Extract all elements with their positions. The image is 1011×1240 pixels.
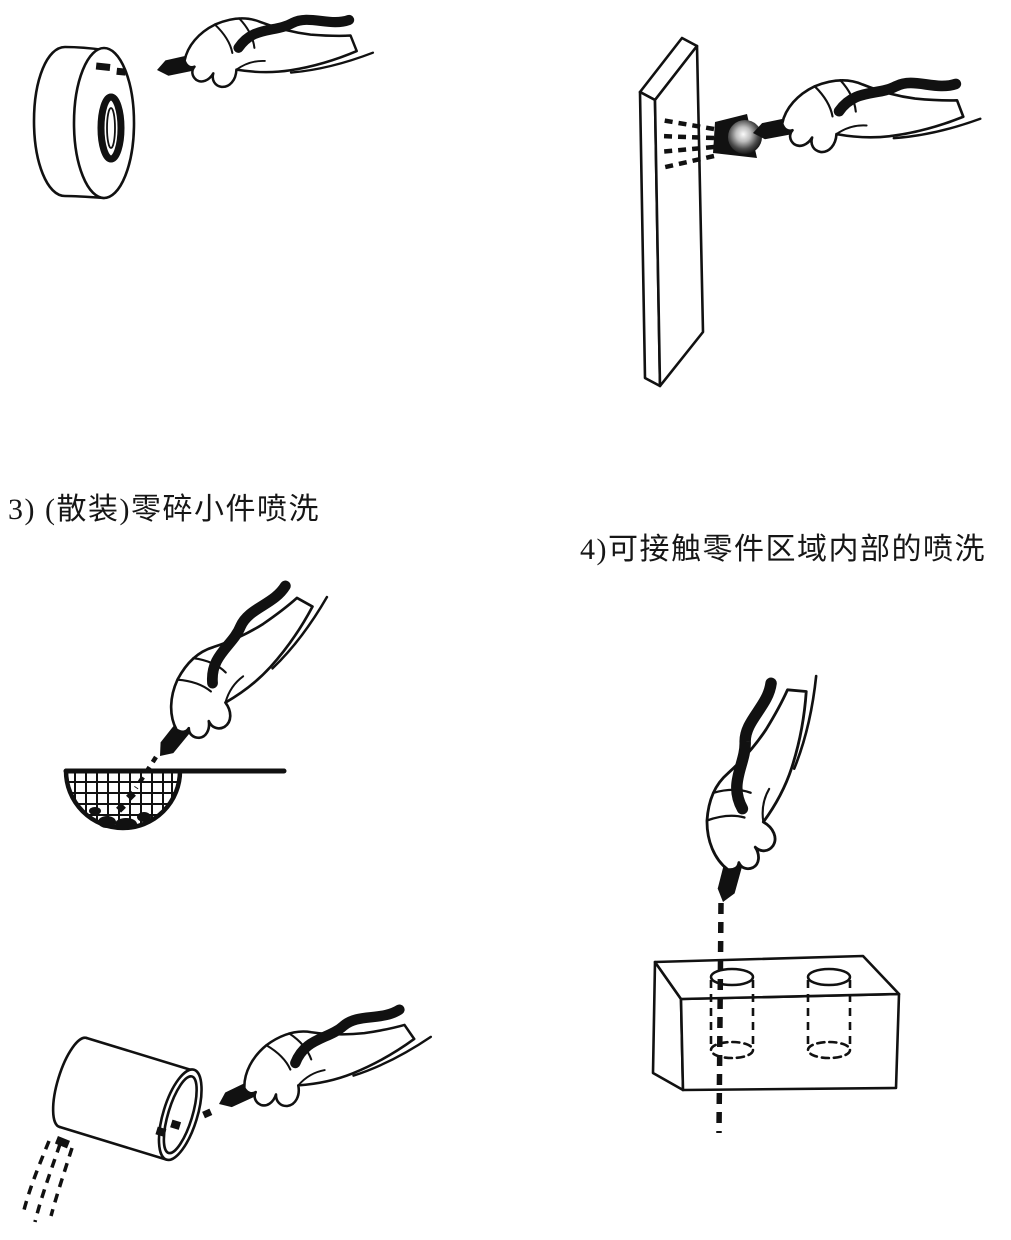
hand-with-spray-pen <box>150 0 374 99</box>
ring-bore-hole-inner <box>106 107 116 149</box>
panel-front-face <box>653 44 705 388</box>
spray-into-mesh-basket-figure <box>63 556 331 831</box>
block-top-face <box>653 954 901 1001</box>
spray-into-tilted-cylinder-figure <box>22 981 433 1223</box>
spray-dashes-inside <box>155 1119 182 1137</box>
hand-with-spray-pen <box>685 658 822 912</box>
spray-dashes <box>95 62 127 76</box>
caption-item-4: 4)可接触零件区域内部的喷洗 <box>580 533 986 566</box>
caption-item-3: 3) (散装)零碎小件喷洗 <box>8 493 320 526</box>
drip-dashes <box>22 1140 74 1223</box>
block-front-face <box>679 992 901 1092</box>
spray-through-dashes <box>716 902 724 1134</box>
drain-nub <box>54 1136 70 1149</box>
spray-into-ring-bore-figure <box>32 0 374 200</box>
hand-with-spray-pen <box>131 556 331 776</box>
spray-onto-panel-figure <box>638 36 982 388</box>
hand-with-spray-pen <box>204 981 433 1132</box>
spray-dash <box>202 1108 213 1119</box>
open-cylinder <box>51 1036 203 1162</box>
spray-fan-dashes <box>658 117 715 171</box>
small-parts-in-basket <box>89 790 151 830</box>
spray-through-block-holes-figure <box>651 658 901 1134</box>
bore-hole-2 <box>806 967 852 1060</box>
nozzle-bulb <box>728 120 762 154</box>
ring-bore-hole <box>97 93 125 163</box>
hand-with-spray-pen <box>747 57 982 163</box>
